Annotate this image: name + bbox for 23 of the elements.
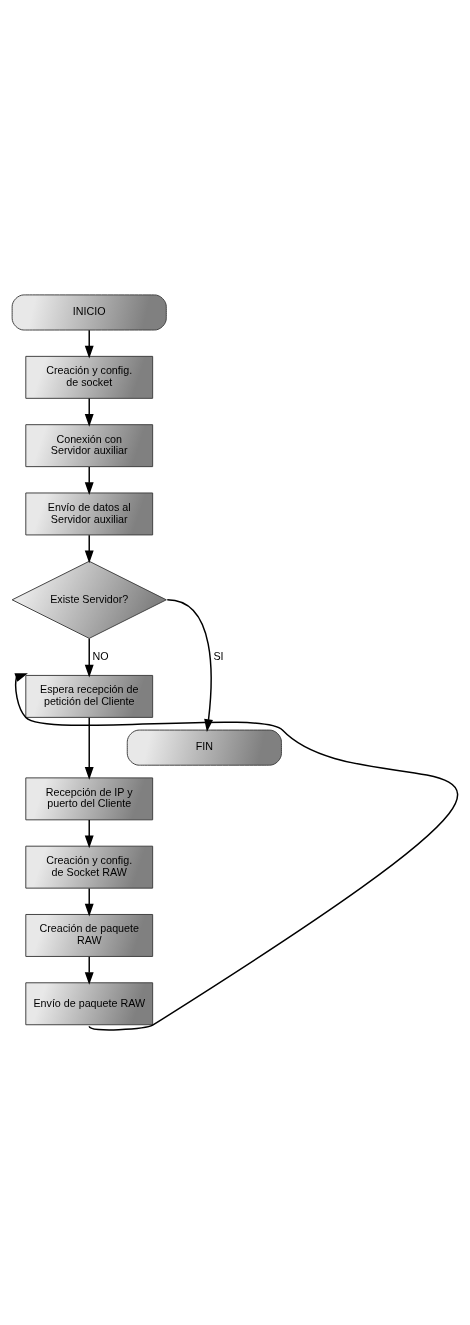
node-box: Espera recepción de petición del Cliente [25, 674, 154, 718]
arrow [84, 534, 94, 564]
node-box: Envío de paquete RAW [25, 982, 154, 1026]
node-box: Creación y config. de Socket RAW [25, 845, 154, 889]
arrow [166, 599, 213, 732]
arrow [84, 466, 94, 496]
arrow [84, 955, 94, 985]
edge-label: SI [213, 649, 224, 662]
arrow [84, 887, 94, 917]
node-box: Envío de datos al Servidor auxiliar [25, 492, 154, 536]
node-box: INICIO [11, 294, 167, 331]
node-box: FIN [126, 729, 282, 766]
arrow [84, 819, 94, 849]
arrow [84, 329, 94, 359]
node-box: Recepción de IP y puerto del Cliente [25, 777, 154, 821]
node-box: Creación y config. de socket [25, 355, 154, 399]
node-box: Conexión con Servidor auxiliar [25, 424, 154, 468]
edge-label: NO [92, 649, 109, 662]
arrow [84, 637, 94, 678]
arrow [84, 397, 94, 427]
node-diamond: Existe Servidor? [11, 560, 167, 639]
node-box: Creación de paquete RAW [25, 914, 154, 957]
arrow [84, 717, 94, 780]
